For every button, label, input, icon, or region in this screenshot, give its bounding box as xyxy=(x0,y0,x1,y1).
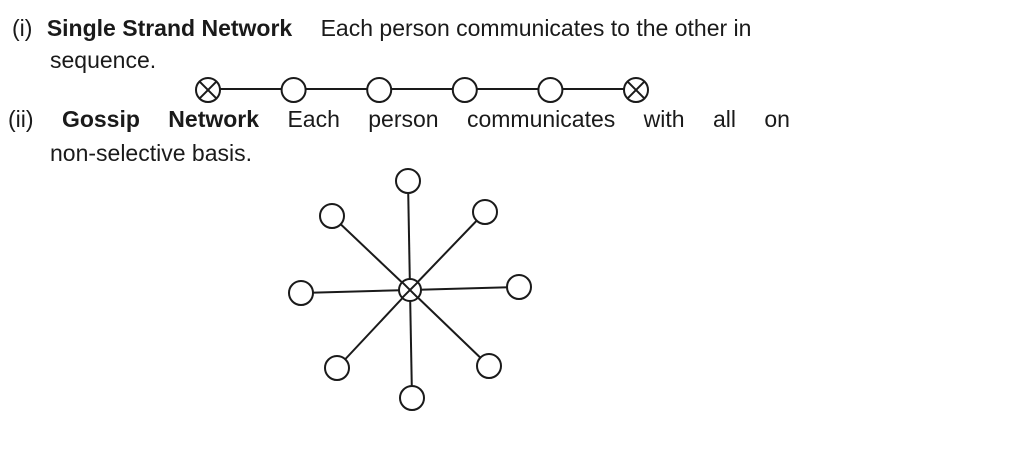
person-node xyxy=(366,77,393,103)
item-desc-word: Each xyxy=(287,106,340,132)
gossip-link xyxy=(409,211,486,291)
person-node xyxy=(280,77,307,103)
gossip-link xyxy=(331,215,411,291)
cross-mark xyxy=(198,80,218,100)
item-i-line2: sequence. xyxy=(50,47,157,73)
item-title: Single Strand Network xyxy=(46,15,293,41)
person-node xyxy=(451,77,478,103)
person-node xyxy=(476,353,502,379)
item-marker: (ii) xyxy=(8,106,34,132)
item-ii-line1: (ii) Gossip Network Each person communic… xyxy=(8,106,790,133)
person-node xyxy=(324,355,350,381)
gossip-link xyxy=(407,180,411,291)
cross-mark xyxy=(401,281,419,299)
person-node xyxy=(319,203,345,229)
gossip-link xyxy=(409,286,520,291)
item-title-word: Network xyxy=(168,106,260,132)
person-node xyxy=(288,280,314,306)
item-desc-word: on xyxy=(764,106,790,132)
gossip-link xyxy=(409,289,490,367)
gossip-link xyxy=(336,289,411,369)
item-i-line1: (i) Single Strand Network Each person co… xyxy=(12,15,751,42)
person-node xyxy=(537,77,564,103)
gossip-link xyxy=(300,289,411,294)
item-desc-word: with xyxy=(643,106,685,132)
item-description: Each person communicates to the other in xyxy=(320,15,752,41)
item-desc-word: communicates xyxy=(466,106,616,132)
item-ii-line2: non-selective basis. xyxy=(50,140,252,166)
gossip-link xyxy=(409,289,413,399)
item-marker: (i) xyxy=(12,15,33,41)
person-node xyxy=(472,199,498,225)
item-desc-word: all xyxy=(712,106,736,132)
cross-mark xyxy=(626,80,646,100)
person-node xyxy=(506,274,532,300)
item-desc-word: person xyxy=(368,106,439,132)
person-node xyxy=(399,385,425,411)
item-title-word: Gossip xyxy=(61,106,140,132)
person-node xyxy=(395,168,421,194)
